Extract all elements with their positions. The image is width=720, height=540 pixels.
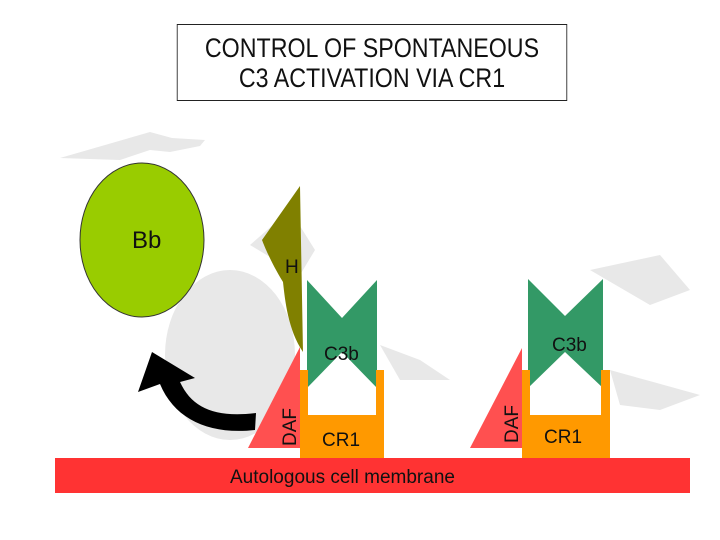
title-line-1: CONTROL OF SPONTANEOUS [204,32,540,63]
shadow-right-ghost [590,255,690,305]
shadow-zigzag-top [60,132,205,160]
curved-arrow [138,352,256,431]
factor-h-shape [262,186,303,352]
bb-label: Bb [132,227,161,254]
title-box: CONTROL OF SPONTANEOUS C3 ACTIVATION VIA… [176,24,568,101]
shadow-far-right-ghost [610,370,700,410]
cell-membrane [55,458,690,493]
cr1-left-label: CR1 [322,430,360,451]
daf-left [248,347,300,448]
cr1-right [522,370,610,460]
daf-right-label: DAF [502,405,523,443]
bb-protease [79,162,205,318]
h-label: H [285,257,299,278]
cr1-right-label: CR1 [544,427,582,448]
membrane-label: Autologous cell membrane [230,467,455,488]
cr1-left [300,370,384,460]
c3b-right [528,279,603,388]
shadow-mid-ghost [380,345,450,380]
daf-right [470,348,522,448]
shadow-bb-ghost [165,270,295,440]
title-line-2: C3 ACTIVATION VIA CR1 [238,62,506,93]
c3b-left-label: C3b [324,344,359,365]
c3b-left [307,280,377,388]
daf-left-label: DAF [280,408,301,446]
c3b-right-label: C3b [552,335,587,356]
